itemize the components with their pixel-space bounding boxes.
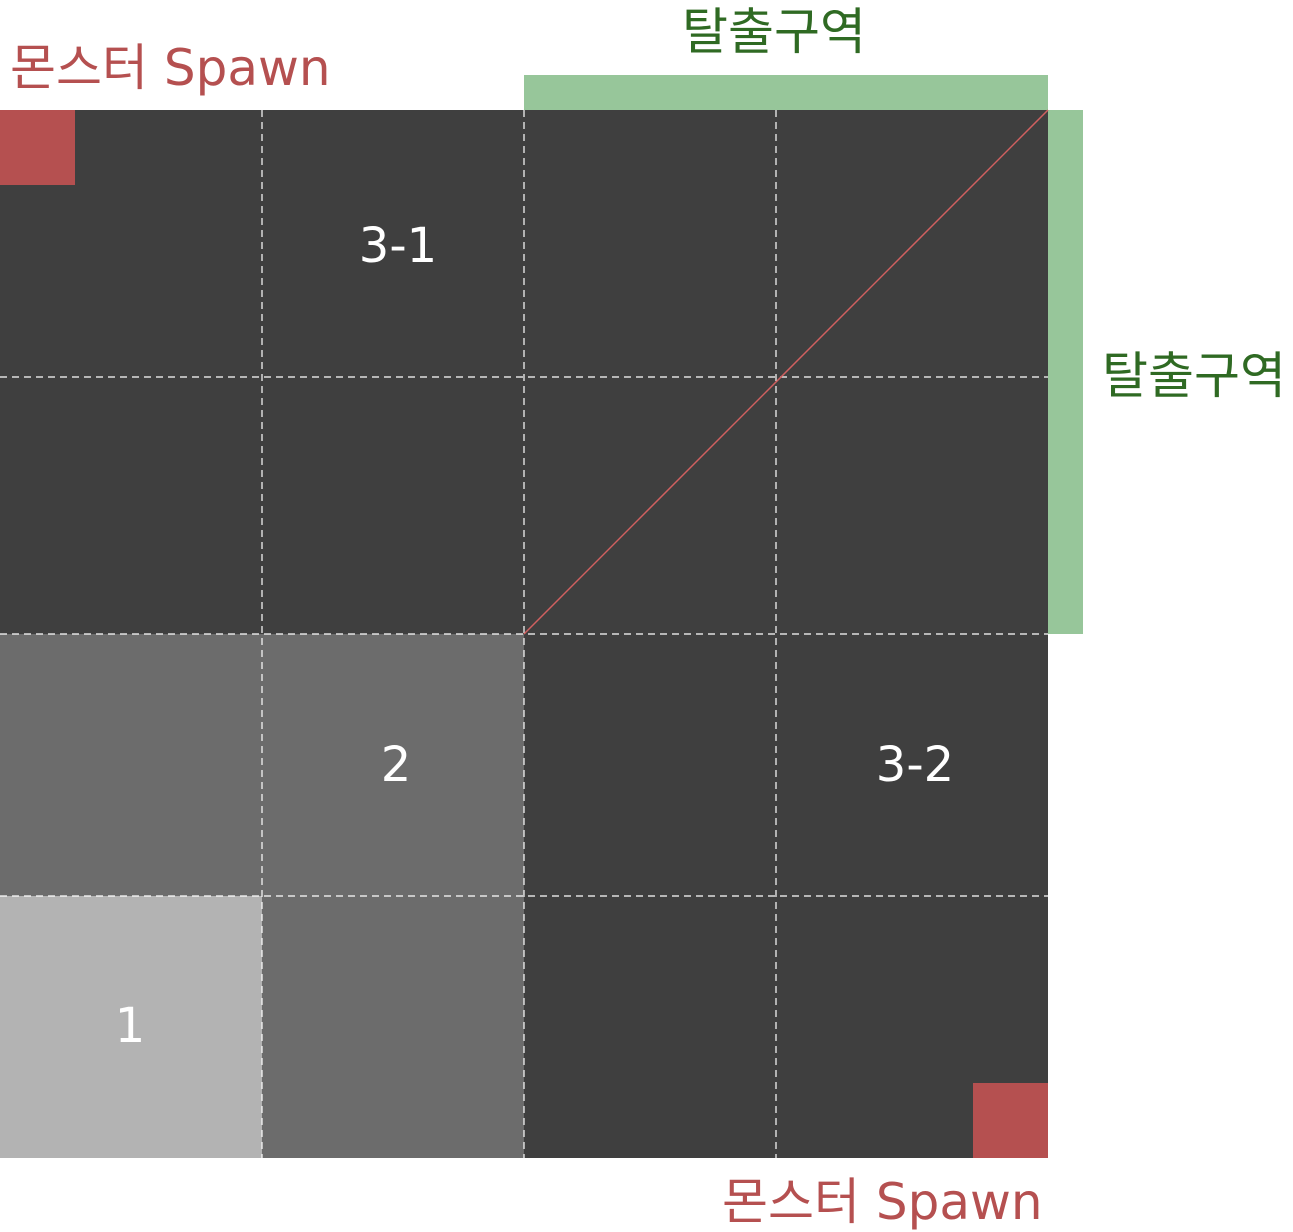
grid-cell-r4-c2 [262, 896, 524, 1158]
grid-cell-r1-c3 [524, 110, 786, 372]
spawn-label-top-left: 몬스터 Spawn [10, 39, 331, 97]
zone-label-3-1: 3-1 [358, 218, 438, 274]
grid-cell-r2-c2 [262, 372, 524, 634]
grid-lines [0, 110, 1048, 1158]
zone-label-3-2: 3-2 [875, 737, 955, 793]
escape-zone-right-bar [1048, 110, 1083, 634]
escape-label-top: 탈출구역 [682, 3, 866, 61]
grid-cell-r3-c3 [524, 634, 786, 896]
grid-cell-r2-c1 [0, 372, 262, 634]
grid-cell-r2-c4 [786, 372, 1048, 634]
spawn-point-bottom-right [973, 1083, 1048, 1158]
grid-cell-r3-c4 [786, 634, 1048, 896]
spawn-point-top-left [0, 110, 75, 185]
grid-cell-r3-c1 [0, 634, 262, 896]
grid-cell-r4-c1 [0, 896, 262, 1158]
escape-zone-top-bar [524, 75, 1048, 110]
grid-cell-r4-c3 [524, 896, 786, 1158]
grid-cell-r3-c2 [262, 634, 524, 896]
zone-label-2: 2 [380, 737, 412, 793]
zone-label-1: 1 [114, 998, 146, 1054]
escape-label-right: 탈출구역 [1102, 347, 1286, 405]
grid-cell-r1-c2 [262, 110, 524, 372]
diagonal-line [523, 109, 1049, 635]
spawn-label-bottom-right: 몬스터 Spawn [722, 1173, 1043, 1231]
